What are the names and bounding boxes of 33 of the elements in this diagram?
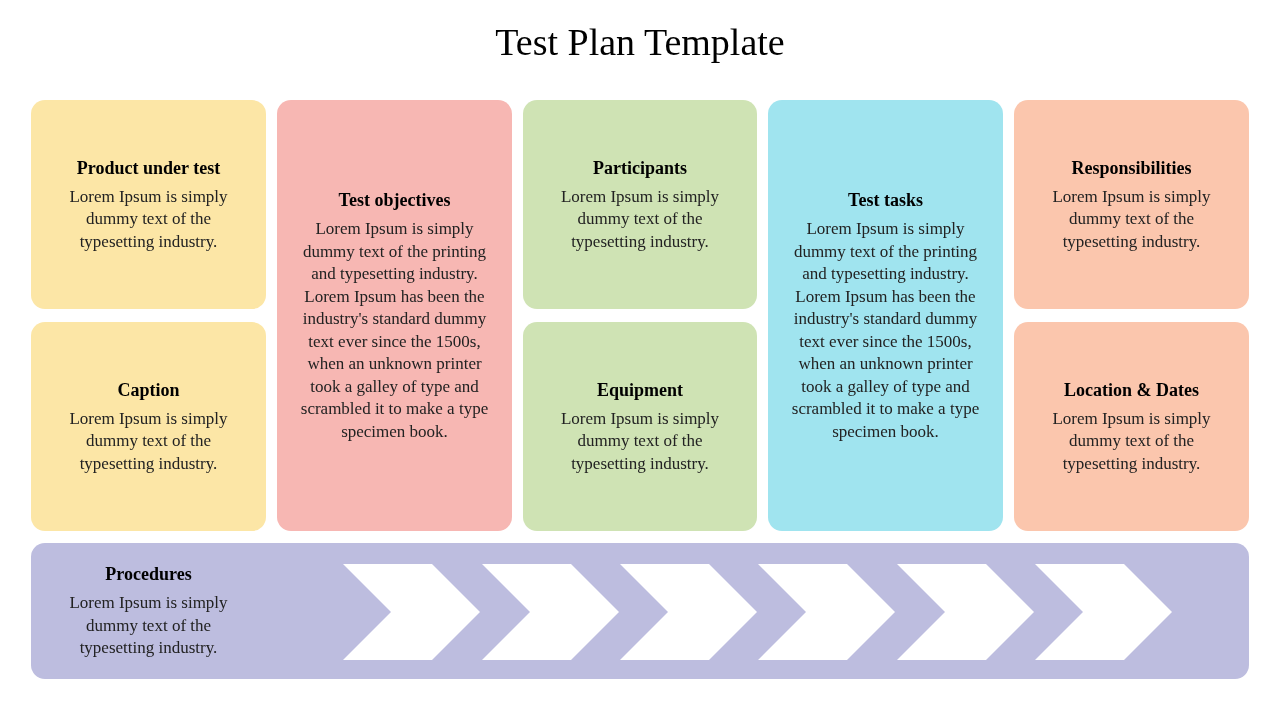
chevron-shape	[343, 564, 480, 660]
card-body: Lorem Ipsum is simply dummy text of the typesetting industry.	[68, 185, 229, 253]
card-body: Lorem Ipsum is simply dummy text of the typesetting industry.	[68, 592, 229, 660]
chevron-shape	[758, 564, 895, 660]
chevron-shape	[897, 564, 1034, 660]
chevron-shape	[1035, 564, 1172, 660]
card-body: Lorem Ipsum is simply dummy text of the typesetting industry.	[559, 407, 721, 475]
card-heading: Equipment	[597, 378, 683, 402]
chevron-shape	[482, 564, 619, 660]
info-card	[277, 100, 512, 531]
card-heading: Location & Dates	[1064, 378, 1199, 402]
card-body: Lorem Ipsum is simply dummy text of the printing and typesetting industry. Lorem Ipsum has been the industry's standard dummy text ever since the 1500s, when an unknown printer took a galley of type and scrambled it to make a type specimen book.	[299, 218, 490, 443]
info-card	[768, 100, 1003, 531]
card-body: Lorem Ipsum is simply dummy text of the typesetting industry.	[1051, 185, 1212, 253]
info-card	[1014, 322, 1249, 531]
card-heading: Test objectives	[338, 189, 451, 212]
title: Test Plan Template	[494, 20, 786, 65]
info-card	[1014, 100, 1249, 309]
card-heading: Responsibilities	[1071, 156, 1192, 180]
card-heading: Participants	[593, 156, 687, 180]
info-card	[31, 100, 266, 309]
chevron-shape	[620, 564, 757, 660]
info-card	[523, 100, 757, 309]
card-body: Lorem Ipsum is simply dummy text of the printing and typesetting industry. Lorem Ipsum has been the industry's standard dummy text ever since the 1500s, when an unknown printer took a galley of type and scrambled it to make a type specimen book.	[790, 218, 981, 443]
card-heading: Procedures	[105, 563, 192, 587]
card-heading: Test tasks	[848, 189, 923, 212]
card-body: Lorem Ipsum is simply dummy text of the typesetting industry.	[1051, 407, 1212, 475]
card-body: Lorem Ipsum is simply dummy text of the typesetting industry.	[559, 185, 721, 253]
card-body: Lorem Ipsum is simply dummy text of the typesetting industry.	[68, 407, 229, 475]
info-card	[31, 322, 266, 531]
card-heading: Product under test	[76, 156, 221, 180]
info-card	[523, 322, 757, 531]
card-heading: Caption	[117, 378, 180, 402]
